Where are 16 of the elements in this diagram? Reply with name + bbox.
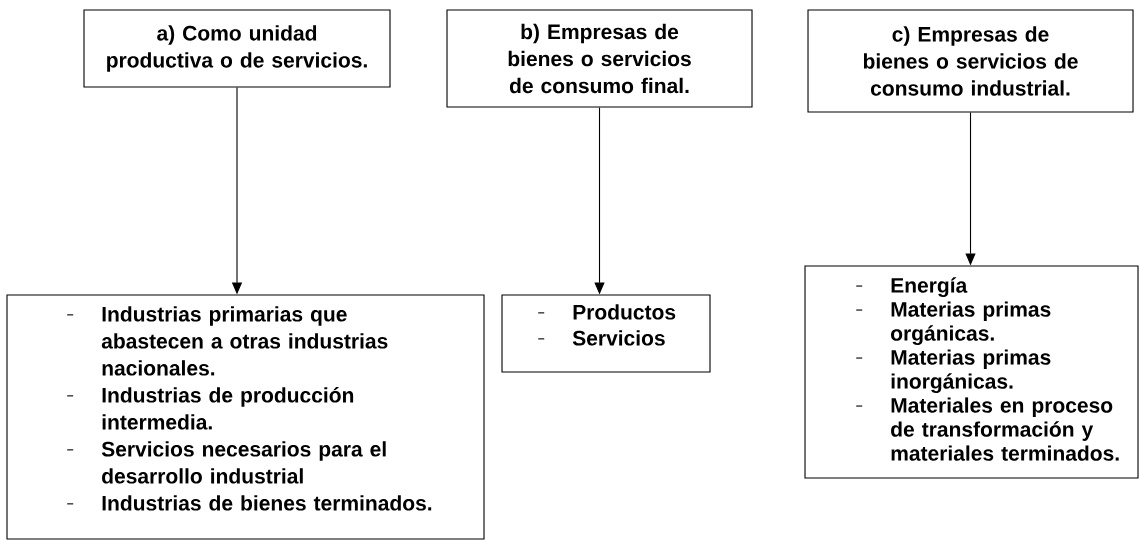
category-box: a) Como unidad productiva o de servicios. xyxy=(83,9,391,88)
list-item: Materiales en proceso de transformación y materiales terminados. xyxy=(891,397,1119,461)
category-box: b) Empresas de bienes o servicios de consumo final. xyxy=(446,9,753,108)
list-box xyxy=(6,294,485,540)
list-item: Materias primas inorgánicas. xyxy=(891,349,1051,394)
list-item: Industrias de bienes terminados. xyxy=(102,495,432,511)
list-box xyxy=(501,294,711,373)
list-item: Energía xyxy=(891,277,968,298)
list-item: Industrias de producción intermedia. xyxy=(102,387,354,430)
list-box xyxy=(804,265,1139,479)
list-item: Productos xyxy=(573,304,676,320)
list-item: Servicios necesarios para el desarrollo industrial xyxy=(101,441,386,484)
category-box: c) Empresas de bienes o servicios de consumo industrial. xyxy=(807,9,1134,113)
list-item: Materias primas orgánicas. xyxy=(891,301,1051,346)
list-item: Industrias primarias que abastecen a otras industrias nacionales. xyxy=(101,306,388,376)
list-item: Servicios xyxy=(572,330,665,346)
